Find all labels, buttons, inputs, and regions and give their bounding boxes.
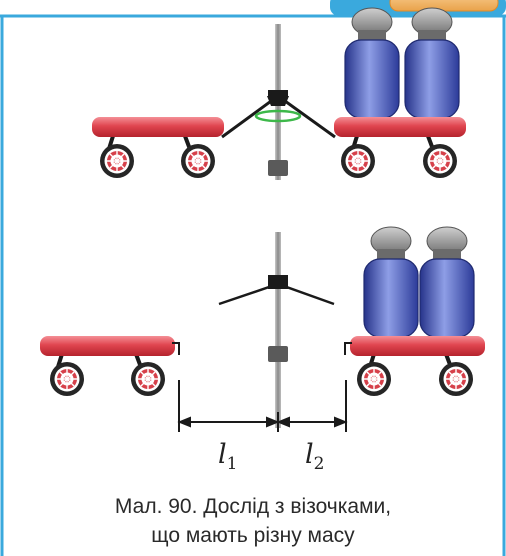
bottom-left-cart-wheel	[130, 361, 166, 397]
top-left-cart-wheel	[99, 143, 135, 179]
distance-label-l1: l1	[218, 440, 237, 479]
top-left-cart	[92, 117, 224, 179]
bottom-right-cart	[344, 226, 485, 397]
bottom-right-cart-wheel	[438, 361, 474, 397]
bottom-weight	[419, 226, 475, 338]
bottom-clamp	[268, 275, 288, 289]
l2-subscript: 2	[313, 454, 325, 474]
bottom-left-cart	[40, 336, 180, 397]
figure-caption-line2: що мають різну масу	[151, 524, 355, 547]
l2-letter: l	[305, 439, 314, 470]
bottom-left-cart-wheel	[49, 361, 85, 397]
bottom-weight	[363, 226, 419, 338]
top-scene	[92, 7, 466, 180]
l1-letter: l	[218, 439, 227, 470]
l1-subscript: 1	[226, 454, 238, 474]
bottom-stand-block	[268, 346, 288, 362]
distance-label-l2: l2	[305, 440, 324, 479]
top-stand-base	[268, 160, 288, 176]
top-left-cart-wheel	[180, 143, 216, 179]
top-right-cart-wheel	[422, 143, 458, 179]
top-right-cart-wheel	[340, 143, 376, 179]
top-clamp	[267, 96, 289, 106]
bottom-stand-rod	[275, 232, 281, 428]
bottom-scene	[40, 226, 485, 432]
bottom-right-cart-wheel	[356, 361, 392, 397]
top-thread-ring	[254, 109, 302, 123]
top-right-cart	[334, 7, 466, 179]
top-weight	[344, 7, 400, 119]
figure-caption-line1: Мал. 90. Дослід з візочками,	[114, 495, 392, 518]
distance-markers	[177, 380, 348, 432]
top-weight	[404, 7, 460, 119]
